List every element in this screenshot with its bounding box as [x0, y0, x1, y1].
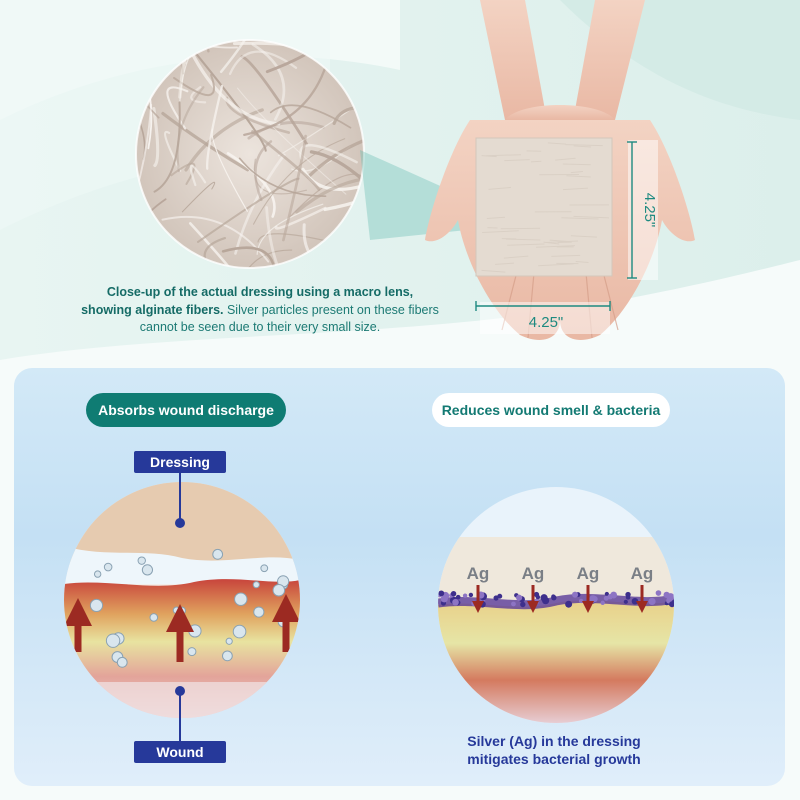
silver-illustration: Ag Ag Ag Ag	[438, 487, 674, 723]
wound-label: Wound	[134, 741, 226, 763]
reduces-smell-badge: Reduces wound smell & bacteria	[432, 393, 670, 427]
dimension-width-text: 4.25"	[529, 314, 564, 331]
macro-caption-rest: Silver particles present on these fibers…	[139, 302, 439, 335]
ag-marker-text: Ag	[522, 564, 545, 583]
ag-marker-text: Ag	[467, 564, 490, 583]
layer-leader-lines	[175, 473, 185, 742]
dressing-label: Dressing	[134, 451, 226, 473]
dimension-height-text: 4.25"	[641, 193, 658, 228]
fiber-closeup-image	[135, 39, 365, 269]
macro-caption-bold: Close-up of the actual dressing using a …	[81, 285, 414, 317]
silver-caption-line2: mitigates bacterial growth	[467, 751, 641, 767]
hands-holding-dressing	[425, 0, 695, 340]
silver-caption-line1: Silver (Ag) in the dressing	[467, 733, 641, 749]
absorbs-discharge-badge: Absorbs wound discharge	[86, 393, 286, 427]
absorption-illustration	[64, 482, 300, 718]
ag-marker-text: Ag	[577, 564, 600, 583]
macro-caption: Close-up of the actual dressing using a …	[80, 284, 440, 337]
dimension-lines: 4.25" 4.25"	[475, 140, 658, 334]
ag-marker-text: Ag	[631, 564, 654, 583]
silver-caption: Silver (Ag) in the dressing mitigates ba…	[420, 732, 688, 768]
